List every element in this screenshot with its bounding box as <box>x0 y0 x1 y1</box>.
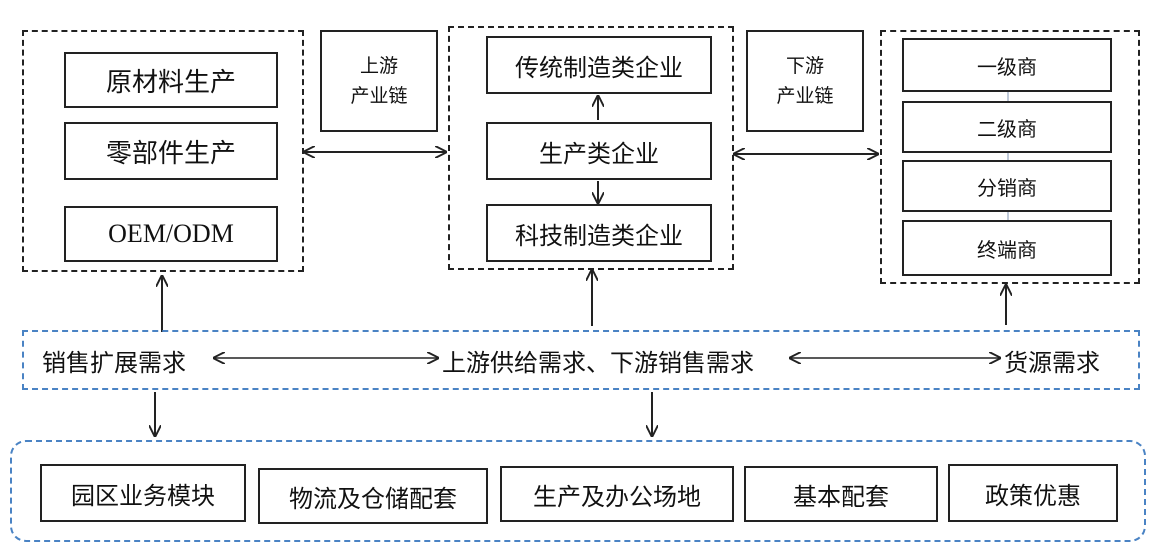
tier2-dealer-box: 二级商 <box>902 101 1112 153</box>
traditional-mfg-box: 传统制造类企业 <box>486 36 712 94</box>
upstream-group <box>22 30 304 272</box>
downstream-chain-line1: 下游 <box>785 55 824 77</box>
enterprise-group <box>448 26 734 270</box>
oem-odm-label: OEM/ODM <box>108 219 234 248</box>
logistics-label: 物流及仓储配套 <box>289 484 457 513</box>
downstream-chain-box: 下游 产业链 <box>746 30 864 132</box>
supply-demand-label: 上游供给需求、下游销售需求 <box>442 349 754 377</box>
distributor-box: 分销商 <box>902 160 1112 212</box>
basic-facility-box: 基本配套 <box>744 466 938 522</box>
demand-bar <box>22 330 1140 390</box>
tech-mfg-box: 科技制造类企业 <box>486 204 712 262</box>
raw-material-label: 原材料生产 <box>105 67 236 98</box>
policy-box: 政策优惠 <box>948 464 1118 522</box>
raw-material-box: 原材料生产 <box>64 52 278 108</box>
policy-label: 政策优惠 <box>985 481 1081 510</box>
tier1-dealer-label: 一级商 <box>977 54 1037 79</box>
office-space-label: 生产及办公场地 <box>533 482 701 511</box>
parts-label: 零部件生产 <box>105 138 236 169</box>
parts-box: 零部件生产 <box>64 122 278 180</box>
production-label: 生产类企业 <box>539 139 659 168</box>
park-business-label: 园区业务模块 <box>71 481 215 510</box>
oem-odm-box: OEM/ODM <box>64 206 278 262</box>
distributor-label: 分销商 <box>977 175 1037 200</box>
sales-expansion-label: 销售扩展需求 <box>42 349 186 377</box>
terminal-dealer-label: 终端商 <box>977 237 1037 262</box>
terminal-dealer-box: 终端商 <box>902 220 1112 276</box>
office-space-box: 生产及办公场地 <box>500 466 734 522</box>
tier1-dealer-box: 一级商 <box>902 38 1112 92</box>
upstream-chain-line2: 产业链 <box>350 85 408 107</box>
traditional-mfg-label: 传统制造类企业 <box>515 53 683 82</box>
downstream-chain-line2: 产业链 <box>776 85 834 107</box>
upstream-chain-line1: 上游 <box>359 55 398 77</box>
source-demand-label: 货源需求 <box>1004 349 1100 377</box>
park-module-bar <box>10 440 1146 542</box>
logistics-box: 物流及仓储配套 <box>258 468 488 524</box>
tier2-dealer-label: 二级商 <box>977 116 1037 141</box>
park-business-box: 园区业务模块 <box>40 464 246 522</box>
production-box: 生产类企业 <box>486 122 712 180</box>
tech-mfg-label: 科技制造类企业 <box>515 221 683 250</box>
upstream-chain-box: 上游 产业链 <box>320 30 438 132</box>
dealer-group <box>880 30 1140 284</box>
basic-facility-label: 基本配套 <box>793 482 889 511</box>
